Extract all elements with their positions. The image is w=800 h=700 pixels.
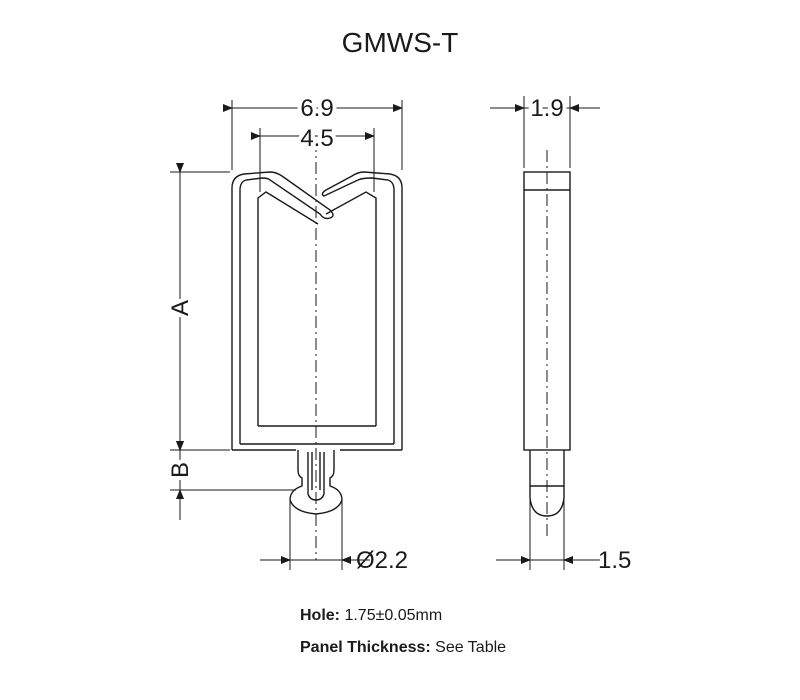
panel-thickness-note: Panel Thickness: See Table [300,632,506,664]
dim-label-4-5: 4.5 [300,125,333,152]
notes: Hole: 1.75±0.05mm Panel Thickness: See T… [300,600,506,664]
dimension-pin-diameter: Ø2.2 [260,500,408,574]
hole-note: Hole: 1.75±0.05mm [300,600,506,632]
dim-label-b: B [167,462,194,478]
front-view [231,140,403,560]
side-view [523,150,571,540]
dimension-thickness: 1.9 [490,91,600,168]
hole-label: Hole: [300,607,340,624]
dim-label-1-5: 1.5 [598,547,631,574]
panel-thickness-value: See Table [435,639,507,656]
hole-value: 1.75±0.05mm [344,607,443,624]
dim-label-1-9: 1.9 [530,95,563,122]
dimension-height-a: A [163,163,230,451]
dimension-pin-width: 1.5 [496,500,631,574]
dim-label-a: A [167,300,194,316]
dim-label-pin-diameter: Ø2.2 [356,547,408,574]
dimension-width-outer: 6.9 [223,91,403,170]
panel-thickness-label: Panel Thickness: [300,639,431,656]
dimension-height-b: B [163,420,296,520]
dim-label-6-9: 6.9 [300,95,333,122]
drawing-title: GMWS-T [342,27,459,58]
dimension-width-inner: 4.5 [251,121,375,192]
